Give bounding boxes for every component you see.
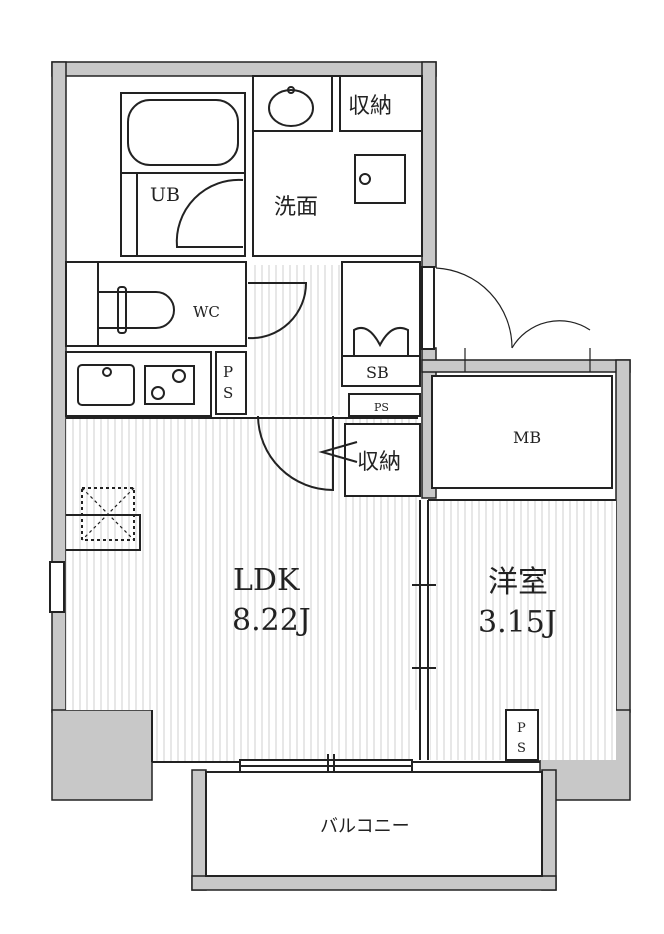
yoshitsu-name: 洋室: [488, 565, 548, 600]
kitchen-sink-icon: [77, 364, 135, 406]
ps-kitchen-s: S: [223, 384, 233, 402]
ps-kitchen-p: P: [223, 363, 233, 381]
door-swing-icon: [257, 415, 334, 492]
meter-box: MB: [431, 375, 613, 489]
ps-room-p: P: [517, 721, 526, 736]
sb-label: SB: [366, 363, 389, 382]
senmen-label: 洗面: [274, 195, 318, 220]
door-swing-icon: [247, 282, 308, 340]
unit-bath: UB: [120, 92, 246, 257]
hall-storage: SB PS 収納: [257, 261, 421, 497]
stove-icon: [144, 365, 195, 405]
bathtub-icon: [127, 99, 239, 166]
ldk-floor-low: [152, 700, 414, 762]
sink-icon: [268, 89, 314, 127]
ps-hall-label: PS: [374, 401, 389, 414]
yoshitsu-size: 3.15J: [478, 605, 557, 640]
ldk-name: LDK: [233, 563, 300, 598]
washer-pan-icon: [354, 154, 406, 204]
yoshitsu: 洋室 3.15J P S: [478, 565, 557, 761]
hall-floor: [253, 265, 340, 415]
wc-label: WC: [193, 303, 220, 321]
window: [49, 561, 65, 613]
balcony-label: バルコニー: [320, 816, 410, 837]
mb-label: MB: [513, 428, 541, 447]
ps-room-s: S: [517, 741, 526, 756]
door-swing-icon: [175, 178, 244, 248]
wc: WC: [65, 261, 308, 347]
ldk: LDK 8.22J: [49, 417, 418, 763]
washroom: 収納 洗面: [252, 75, 423, 257]
kitchen: P S: [65, 351, 247, 417]
partition: [412, 499, 616, 760]
balcony: バルコニー: [152, 761, 543, 877]
entrance: [421, 266, 591, 372]
toilet-icon: [97, 291, 175, 329]
shuno-top-label: 収納: [348, 94, 392, 119]
ldk-size: 8.22J: [232, 603, 311, 638]
shuno-hall-label: 収納: [357, 450, 401, 475]
ub-label: UB: [150, 184, 180, 206]
column-left: [51, 709, 153, 801]
